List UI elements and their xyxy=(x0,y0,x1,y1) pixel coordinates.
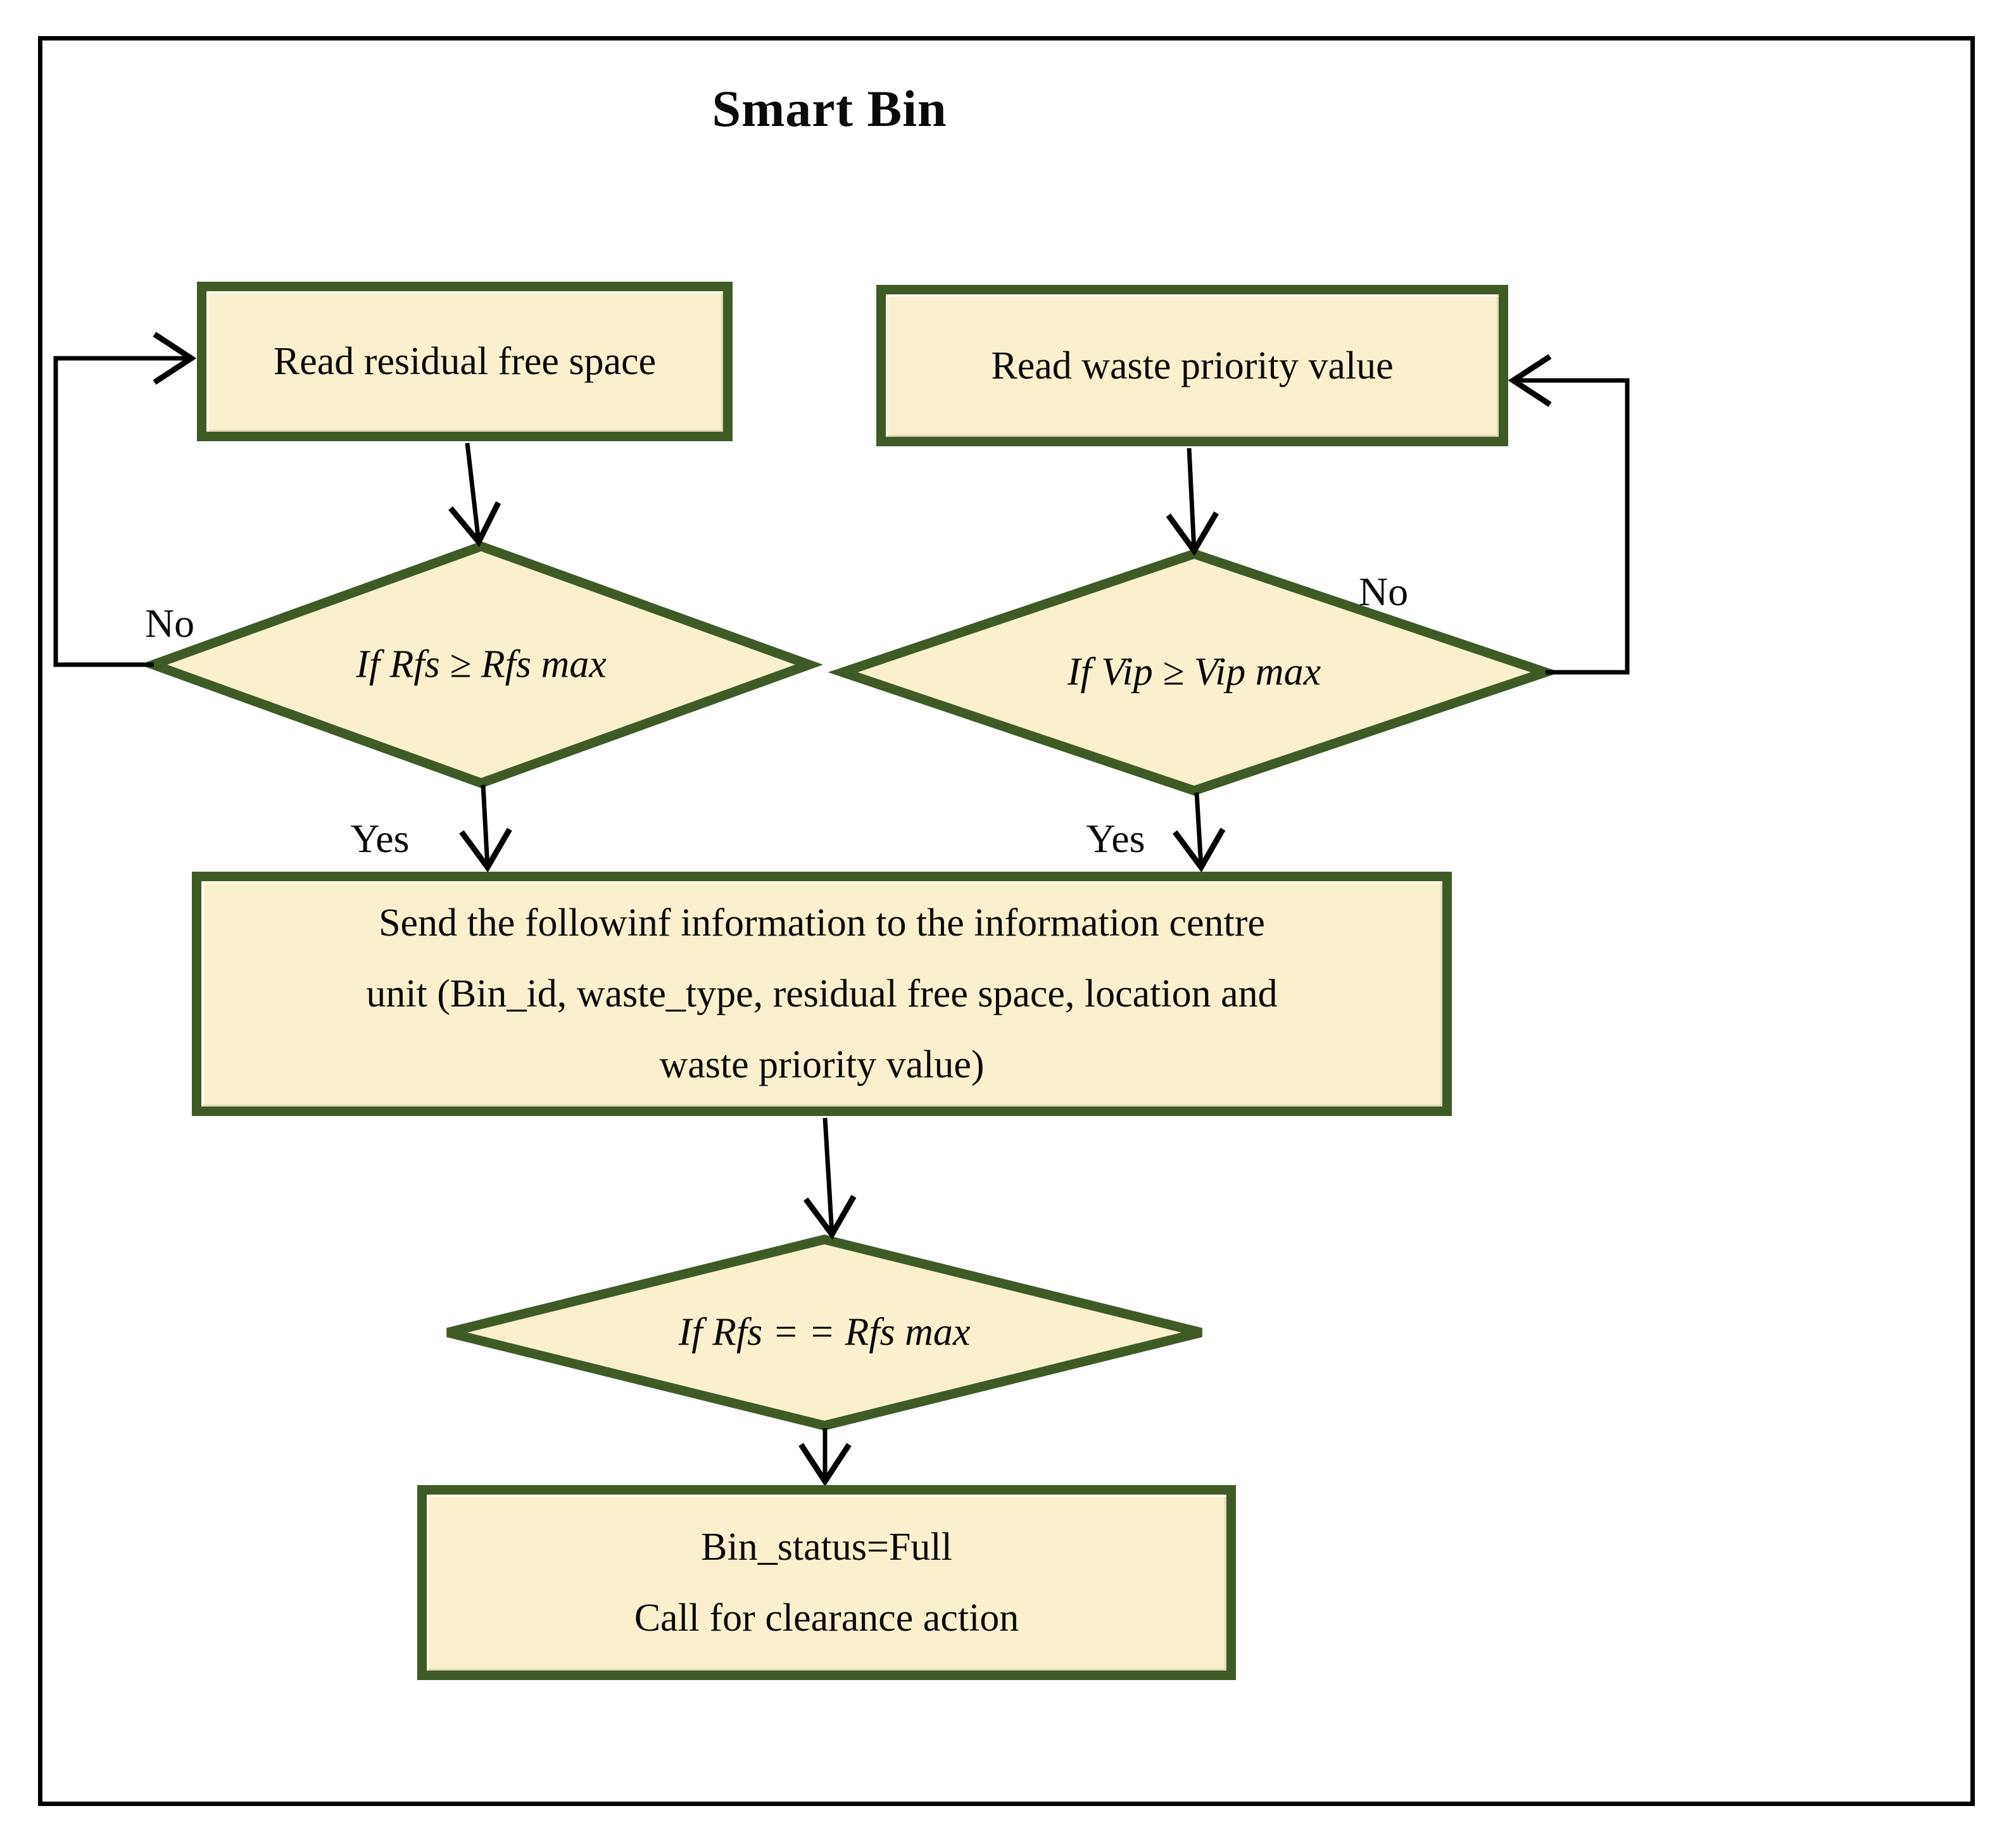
process-bin-status-full: Bin_status=Full Call for clearance actio… xyxy=(417,1485,1236,1680)
arrow-rfs-check-no-loop xyxy=(53,332,197,667)
arrow-read-rfs-to-rfs-check xyxy=(448,442,501,548)
process-send-information-line-1: Send the followinf information to the in… xyxy=(379,901,1265,944)
edge-label-no-vip: No xyxy=(1358,569,1409,614)
process-read-waste-priority-value-label: Read waste priority value xyxy=(991,344,1394,387)
process-read-residual-free-space-label: Read residual free space xyxy=(273,340,657,383)
decision-vip-check-shape xyxy=(828,549,1561,796)
arrow-rfs-check-yes-to-send-info xyxy=(459,784,512,873)
arrow-vip-check-no-loop xyxy=(1508,354,1630,675)
process-send-information-line-3: waste priority value) xyxy=(659,1043,985,1086)
process-bin-status-full-line-1: Bin_status=Full xyxy=(701,1526,952,1569)
decision-rfs-check-shape xyxy=(139,541,824,788)
decision-rfs-full-check-label: If Rfs = = Rfs max xyxy=(678,1310,971,1354)
edge-label-no-rfs: No xyxy=(144,601,195,646)
edge-label-yes-rfs: Yes xyxy=(350,816,410,861)
edge-label-yes-vip: Yes xyxy=(1086,816,1145,861)
decision-rfs-check-label: If Rfs ≥ Rfs max xyxy=(356,643,607,686)
arrow-send-info-to-rfs-full-check xyxy=(803,1117,857,1240)
process-send-information: Send the followinf information to the in… xyxy=(192,872,1452,1116)
process-read-residual-free-space: Read residual free space xyxy=(197,282,733,441)
arrow-vip-check-yes-to-send-info xyxy=(1173,792,1226,873)
decision-rfs-full-check-shape xyxy=(446,1234,1202,1431)
process-bin-status-full-line-2: Call for clearance action xyxy=(634,1596,1019,1640)
process-send-information-line-2: unit (Bin_id, waste_type, residual free … xyxy=(366,972,1278,1015)
arrow-read-vip-to-vip-check xyxy=(1166,448,1219,556)
decision-vip-check-label: If Vip ≥ Vip max xyxy=(1067,650,1321,694)
process-read-waste-priority-value: Read waste priority value xyxy=(876,285,1508,446)
diagram-frame xyxy=(38,36,1975,1806)
diagram-title: Smart Bin xyxy=(712,80,947,137)
